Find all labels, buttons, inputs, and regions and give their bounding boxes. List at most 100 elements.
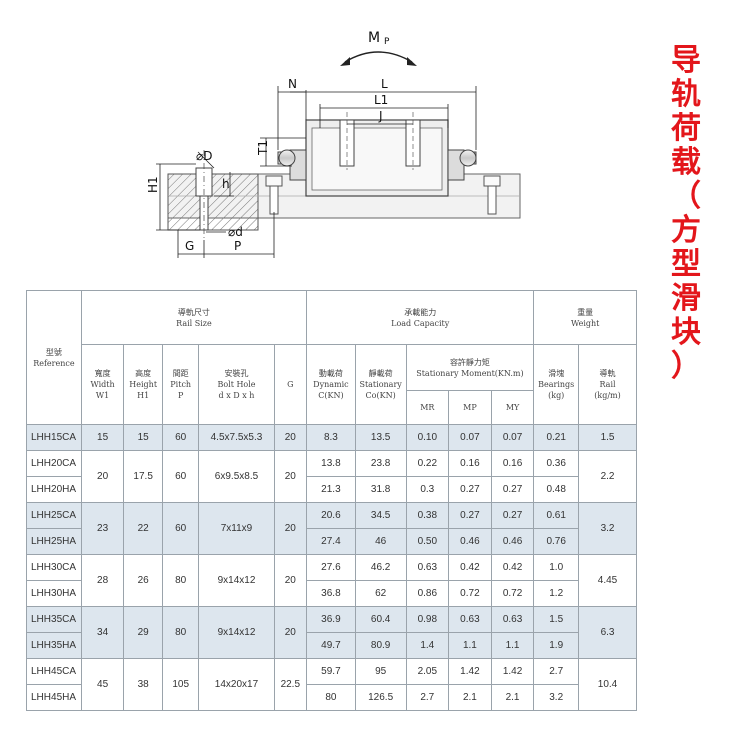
side-title-char: 导 bbox=[671, 43, 701, 78]
cell-my: 0.16 bbox=[490, 450, 535, 477]
cell-reference: LHH35HA bbox=[26, 632, 82, 659]
side-title-char: 块 bbox=[671, 315, 701, 350]
cell-dynamic: 36.9 bbox=[306, 606, 356, 633]
cell-g: 22.5 bbox=[273, 658, 308, 711]
end-caps bbox=[277, 149, 477, 181]
cell-mr: 0.3 bbox=[405, 476, 450, 503]
cell-bearings: 2.7 bbox=[533, 658, 580, 685]
cell-stationary: 80.9 bbox=[354, 632, 407, 659]
cell-mp: 0.42 bbox=[448, 554, 492, 581]
cell-width: 34 bbox=[80, 606, 125, 659]
cell-mr: 0.98 bbox=[405, 606, 450, 633]
cell-mp: 0.63 bbox=[448, 606, 492, 633]
cell-dynamic: 27.4 bbox=[306, 528, 356, 555]
cell-mp: 0.16 bbox=[448, 450, 492, 477]
cell-mp: 0.46 bbox=[448, 528, 492, 555]
cell-height: 29 bbox=[123, 606, 163, 659]
cell-pitch: 60 bbox=[161, 502, 200, 555]
cell-width: 20 bbox=[80, 450, 125, 503]
label-h: h bbox=[222, 177, 230, 191]
cell-my: 0.42 bbox=[490, 554, 535, 581]
cell-width: 45 bbox=[80, 658, 125, 711]
side-title-char: 载 bbox=[671, 145, 701, 180]
cell-rail: 10.4 bbox=[578, 658, 637, 711]
cell-bearings: 1.5 bbox=[533, 606, 580, 633]
cell-my: 0.63 bbox=[490, 606, 535, 633]
cell-mp: 0.72 bbox=[448, 580, 492, 607]
cell-g: 20 bbox=[273, 424, 308, 451]
cell-my: 0.27 bbox=[490, 502, 535, 529]
bolt-section bbox=[195, 150, 213, 240]
header-mp: MP bbox=[448, 390, 492, 425]
cell-reference: LHH20CA bbox=[26, 450, 82, 477]
cell-mr: 0.50 bbox=[405, 528, 450, 555]
label-h1: H1 bbox=[146, 176, 160, 193]
cell-rail: 3.2 bbox=[578, 502, 637, 555]
cell-reference: LHH35CA bbox=[26, 606, 82, 633]
cell-rail: 4.45 bbox=[578, 554, 637, 607]
cell-mr: 2.7 bbox=[405, 684, 450, 711]
cell-mr: 1.4 bbox=[405, 632, 450, 659]
side-title-char: 轨 bbox=[671, 77, 701, 112]
cell-g: 20 bbox=[273, 554, 308, 607]
side-title-char: （ bbox=[671, 179, 701, 214]
cell-pitch: 80 bbox=[161, 554, 200, 607]
label-p: P bbox=[234, 239, 241, 253]
cell-dynamic: 80 bbox=[306, 684, 356, 711]
cell-mr: 0.86 bbox=[405, 580, 450, 607]
header-my: MY bbox=[490, 390, 535, 425]
cell-stationary: 46 bbox=[354, 528, 407, 555]
label-n: N bbox=[288, 77, 297, 91]
cell-g: 20 bbox=[273, 502, 308, 555]
cell-rail: 1.5 bbox=[578, 424, 637, 451]
cell-my: 2.1 bbox=[490, 684, 535, 711]
cell-reference: LHH25CA bbox=[26, 502, 82, 529]
cell-bolt-hole: 9x14x12 bbox=[198, 606, 275, 659]
cell-stationary: 31.8 bbox=[354, 476, 407, 503]
cell-pitch: 60 bbox=[161, 424, 200, 451]
cell-my: 1.42 bbox=[490, 658, 535, 685]
label-j: J bbox=[378, 109, 383, 123]
cell-bearings: 3.2 bbox=[533, 684, 580, 711]
cell-bearings: 0.48 bbox=[533, 476, 580, 503]
cell-bearings: 1.0 bbox=[533, 554, 580, 581]
cell-height: 22 bbox=[123, 502, 163, 555]
cell-mp: 2.1 bbox=[448, 684, 492, 711]
cell-height: 38 bbox=[123, 658, 163, 711]
cell-pitch: 80 bbox=[161, 606, 200, 659]
cell-stationary: 34.5 bbox=[354, 502, 407, 529]
side-title-char: 方 bbox=[671, 213, 701, 248]
moment-label: M bbox=[368, 30, 380, 46]
cell-rail: 2.2 bbox=[578, 450, 637, 503]
side-title-char: 型 bbox=[671, 247, 701, 282]
side-title-char: ） bbox=[671, 349, 701, 384]
cell-stationary: 60.4 bbox=[354, 606, 407, 633]
cell-dynamic: 36.8 bbox=[306, 580, 356, 607]
cell-dynamic: 13.8 bbox=[306, 450, 356, 477]
cell-bolt-hole: 4.5x7.5x5.3 bbox=[198, 424, 275, 451]
cell-width: 15 bbox=[80, 424, 125, 451]
cell-dynamic: 59.7 bbox=[306, 658, 356, 685]
cell-reference: LHH45CA bbox=[26, 658, 82, 685]
cell-height: 17.5 bbox=[123, 450, 163, 503]
cell-reference: LHH25HA bbox=[26, 528, 82, 555]
cell-height: 26 bbox=[123, 554, 163, 607]
side-title: 导 轨 荷 载 （ 方 型 滑 块 ） bbox=[664, 44, 708, 384]
cell-bolt-hole: 14x20x17 bbox=[198, 658, 275, 711]
cell-dynamic: 21.3 bbox=[306, 476, 356, 503]
cell-bearings: 0.61 bbox=[533, 502, 580, 529]
side-title-char: 滑 bbox=[671, 281, 701, 316]
cell-reference: LHH30HA bbox=[26, 580, 82, 607]
cell-pitch: 60 bbox=[161, 450, 200, 503]
